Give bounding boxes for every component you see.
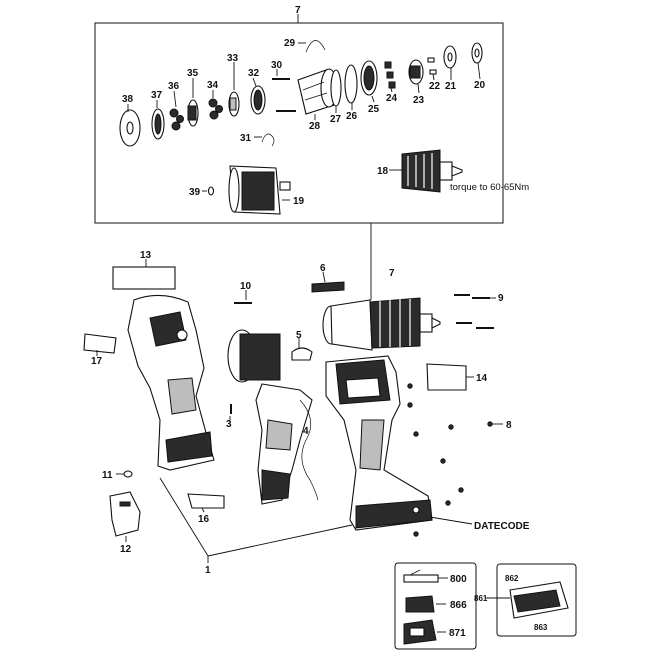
- label-32: 32: [248, 68, 260, 79]
- accessories-box: [394, 562, 577, 650]
- label-800: 800: [450, 574, 467, 585]
- label-12: 12: [120, 544, 132, 555]
- label-33: 33: [227, 53, 239, 64]
- part-22-pins: [427, 57, 437, 81]
- part-14-label: [426, 363, 474, 391]
- datecode-label: DATECODE: [474, 521, 530, 532]
- part-36-planet-gears: [169, 90, 184, 131]
- label-866: 866: [450, 600, 467, 611]
- motor-and-switch-assembly: [227, 329, 319, 505]
- part-866-battery-pack: [405, 595, 446, 613]
- part-871-battery: [403, 619, 446, 645]
- label-34: 34: [207, 80, 219, 91]
- label-861: 861: [474, 594, 488, 603]
- label-31: 31: [240, 133, 252, 144]
- part-9-screws: [454, 294, 496, 329]
- label-1: 1: [205, 565, 211, 576]
- part-27-clutch-ring: [330, 69, 342, 113]
- part-39-washer: [202, 186, 215, 196]
- label-6: 6: [320, 263, 326, 274]
- part-29-clip: [298, 40, 326, 53]
- label-9: 9: [498, 293, 504, 304]
- part-26-washer: [344, 64, 358, 110]
- label-37: 37: [151, 90, 163, 101]
- part-19-motor: [228, 165, 291, 215]
- part-12-belt-clip: [109, 491, 141, 542]
- label-26: 26: [346, 111, 358, 122]
- label-3: 3: [226, 419, 232, 430]
- label-22: 22: [429, 81, 441, 92]
- label-14: 14: [476, 373, 488, 384]
- label-8: 8: [506, 420, 512, 431]
- part-35-carrier: [187, 78, 199, 127]
- torque-note: torque to 60-65Nm: [450, 182, 529, 193]
- label-35: 35: [187, 68, 199, 79]
- part-30-pins: [272, 69, 296, 112]
- part-34-planet-gears: [208, 90, 223, 120]
- label-38: 38: [122, 94, 134, 105]
- label-39: 39: [189, 187, 201, 198]
- part-18-chuck: [389, 149, 463, 193]
- label-27: 27: [330, 114, 342, 125]
- part-11-screw: [116, 470, 133, 478]
- transmission-assembly-box: [94, 14, 504, 300]
- label-17: 17: [91, 356, 103, 367]
- label-4: 4: [303, 426, 309, 437]
- label-21: 21: [445, 81, 457, 92]
- part-3-screw: [229, 404, 232, 420]
- label-29: 29: [284, 38, 296, 49]
- label-863: 863: [534, 623, 548, 632]
- label-16: 16: [198, 514, 210, 525]
- part-20-washer: [471, 42, 483, 80]
- label-871: 871: [449, 628, 466, 639]
- callout-labels: 7 29 33 30 32 35 36 34 37 38 28 27 26 25…: [91, 5, 548, 639]
- label-24: 24: [386, 93, 398, 104]
- part-16-label: [187, 493, 225, 513]
- label-862: 862: [505, 574, 519, 583]
- label-13: 13: [140, 250, 152, 261]
- label-11: 11: [102, 470, 113, 481]
- part-5-spring: [291, 338, 313, 361]
- part-13-label: [112, 259, 176, 290]
- part-10-screw: [234, 290, 252, 304]
- part-861-charger-case: [486, 581, 569, 619]
- label-36: 36: [168, 81, 180, 92]
- label-19: 19: [293, 196, 305, 207]
- label-10: 10: [240, 281, 252, 292]
- part-25-clutch-spring: [360, 60, 378, 103]
- part-17-label: [83, 333, 117, 356]
- part-38-ring-gear-plate: [119, 104, 141, 147]
- label-25: 25: [368, 104, 380, 115]
- label-5: 5: [296, 330, 302, 341]
- label-28: 28: [309, 121, 321, 132]
- part-6-forward-reverse-switch: [311, 271, 345, 293]
- part-24-balls: [384, 61, 396, 93]
- part-23-spindle-lock: [408, 59, 424, 94]
- part-31-spring-wire: [254, 133, 275, 147]
- part-21-nut: [443, 45, 457, 80]
- label-7-top: 7: [295, 5, 301, 16]
- label-7: 7: [389, 268, 395, 279]
- right-housing-half: [322, 297, 441, 531]
- part-32-ring-gear: [250, 77, 266, 115]
- part-800-bit: [403, 569, 448, 583]
- label-23: 23: [413, 95, 425, 106]
- part-37-ring: [151, 100, 165, 140]
- label-20: 20: [474, 80, 486, 91]
- part-33-sun-carrier: [228, 62, 240, 117]
- part-8-screws: [407, 383, 503, 537]
- leader-lines-part-1: [159, 477, 473, 563]
- label-18: 18: [377, 166, 389, 177]
- label-30: 30: [271, 60, 283, 71]
- left-housing-half: [127, 294, 215, 471]
